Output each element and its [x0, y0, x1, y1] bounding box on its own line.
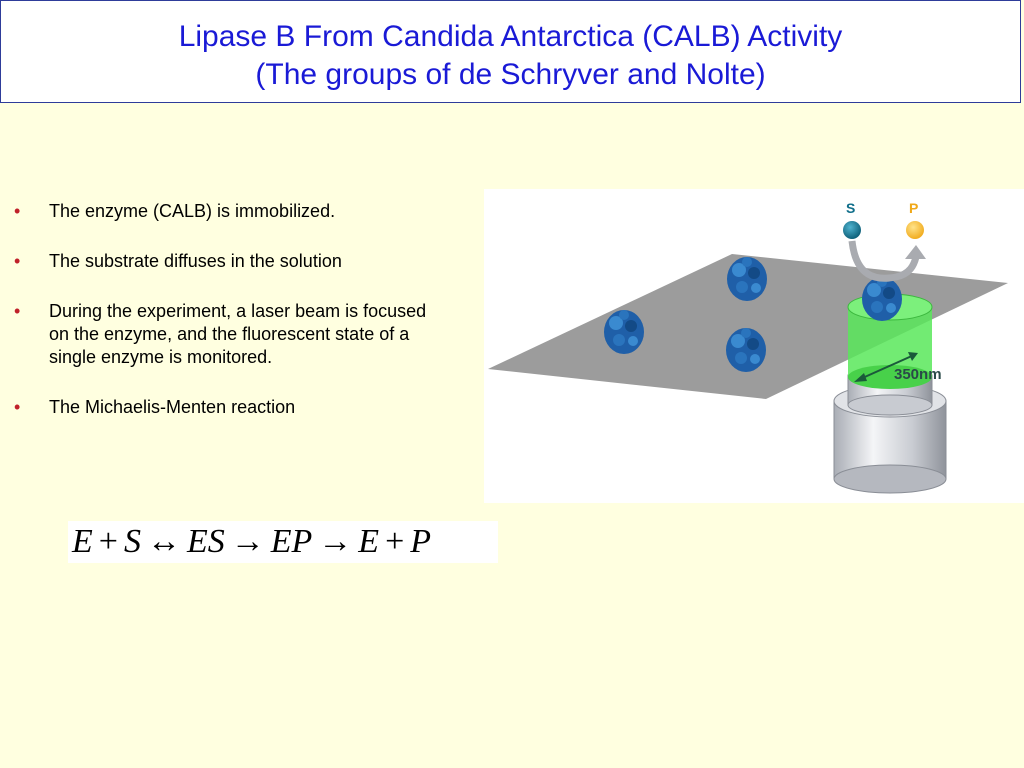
eq-term: S [123, 523, 141, 560]
enzyme-protein [604, 310, 644, 354]
title-line-2: (The groups of de Schryver and Nolte) [255, 58, 766, 91]
enzyme-protein [726, 328, 766, 372]
bullet-marker: • [14, 397, 21, 417]
bullet-item: • During the experiment, a laser beam is… [14, 300, 434, 369]
calb-experiment-figure: 350nm S [484, 189, 1024, 503]
substrate-label: S [846, 200, 855, 216]
title-line-1: Lipase B From Candida Antarctica (CALB) … [178, 20, 843, 53]
enzyme-protein [862, 277, 902, 321]
enzyme-protein [727, 257, 767, 301]
title-box: Lipase B From Candida Antarctica (CALB) … [0, 0, 1021, 103]
eq-operator: → [230, 523, 265, 560]
bullet-text: The enzyme (CALB) is immobilized. [49, 201, 336, 221]
eq-term: E [72, 523, 93, 560]
eq-operator: + [98, 523, 118, 560]
bullet-item: • The Michaelis-Menten reaction [14, 396, 434, 419]
scale-label: 350nm [894, 366, 942, 383]
bullet-text: The substrate diffuses in the solution [49, 251, 342, 271]
bullet-marker: • [14, 201, 21, 221]
reaction-arrow [848, 240, 920, 282]
eq-term: EP [270, 523, 313, 560]
scale-arrow [854, 352, 918, 382]
bullet-text: The Michaelis-Menten reaction [49, 397, 296, 417]
experiment-illustration: 350nm S [488, 200, 1008, 494]
bullet-list: • The enzyme (CALB) is immobilized. • Th… [14, 200, 434, 446]
eq-operator: ↔ [146, 523, 181, 560]
michaelis-menten-equation: E+S↔ES→EP→E+P [68, 521, 498, 563]
bullet-item: • The substrate diffuses in the solution [14, 250, 434, 273]
eq-operator: → [318, 523, 353, 560]
bullet-marker: • [14, 251, 21, 271]
bullet-marker: • [14, 301, 21, 321]
eq-term: E [358, 523, 380, 560]
product-label: P [909, 200, 918, 216]
bullet-item: • The enzyme (CALB) is immobilized. [14, 200, 434, 223]
eq-term: ES [186, 523, 225, 560]
substrate-molecule [843, 221, 861, 239]
eq-operator: + [385, 523, 405, 560]
product-molecule [906, 221, 924, 239]
bullet-text: During the experiment, a laser beam is f… [49, 301, 427, 367]
eq-term: P [410, 523, 432, 560]
objective-lens [833, 374, 947, 494]
